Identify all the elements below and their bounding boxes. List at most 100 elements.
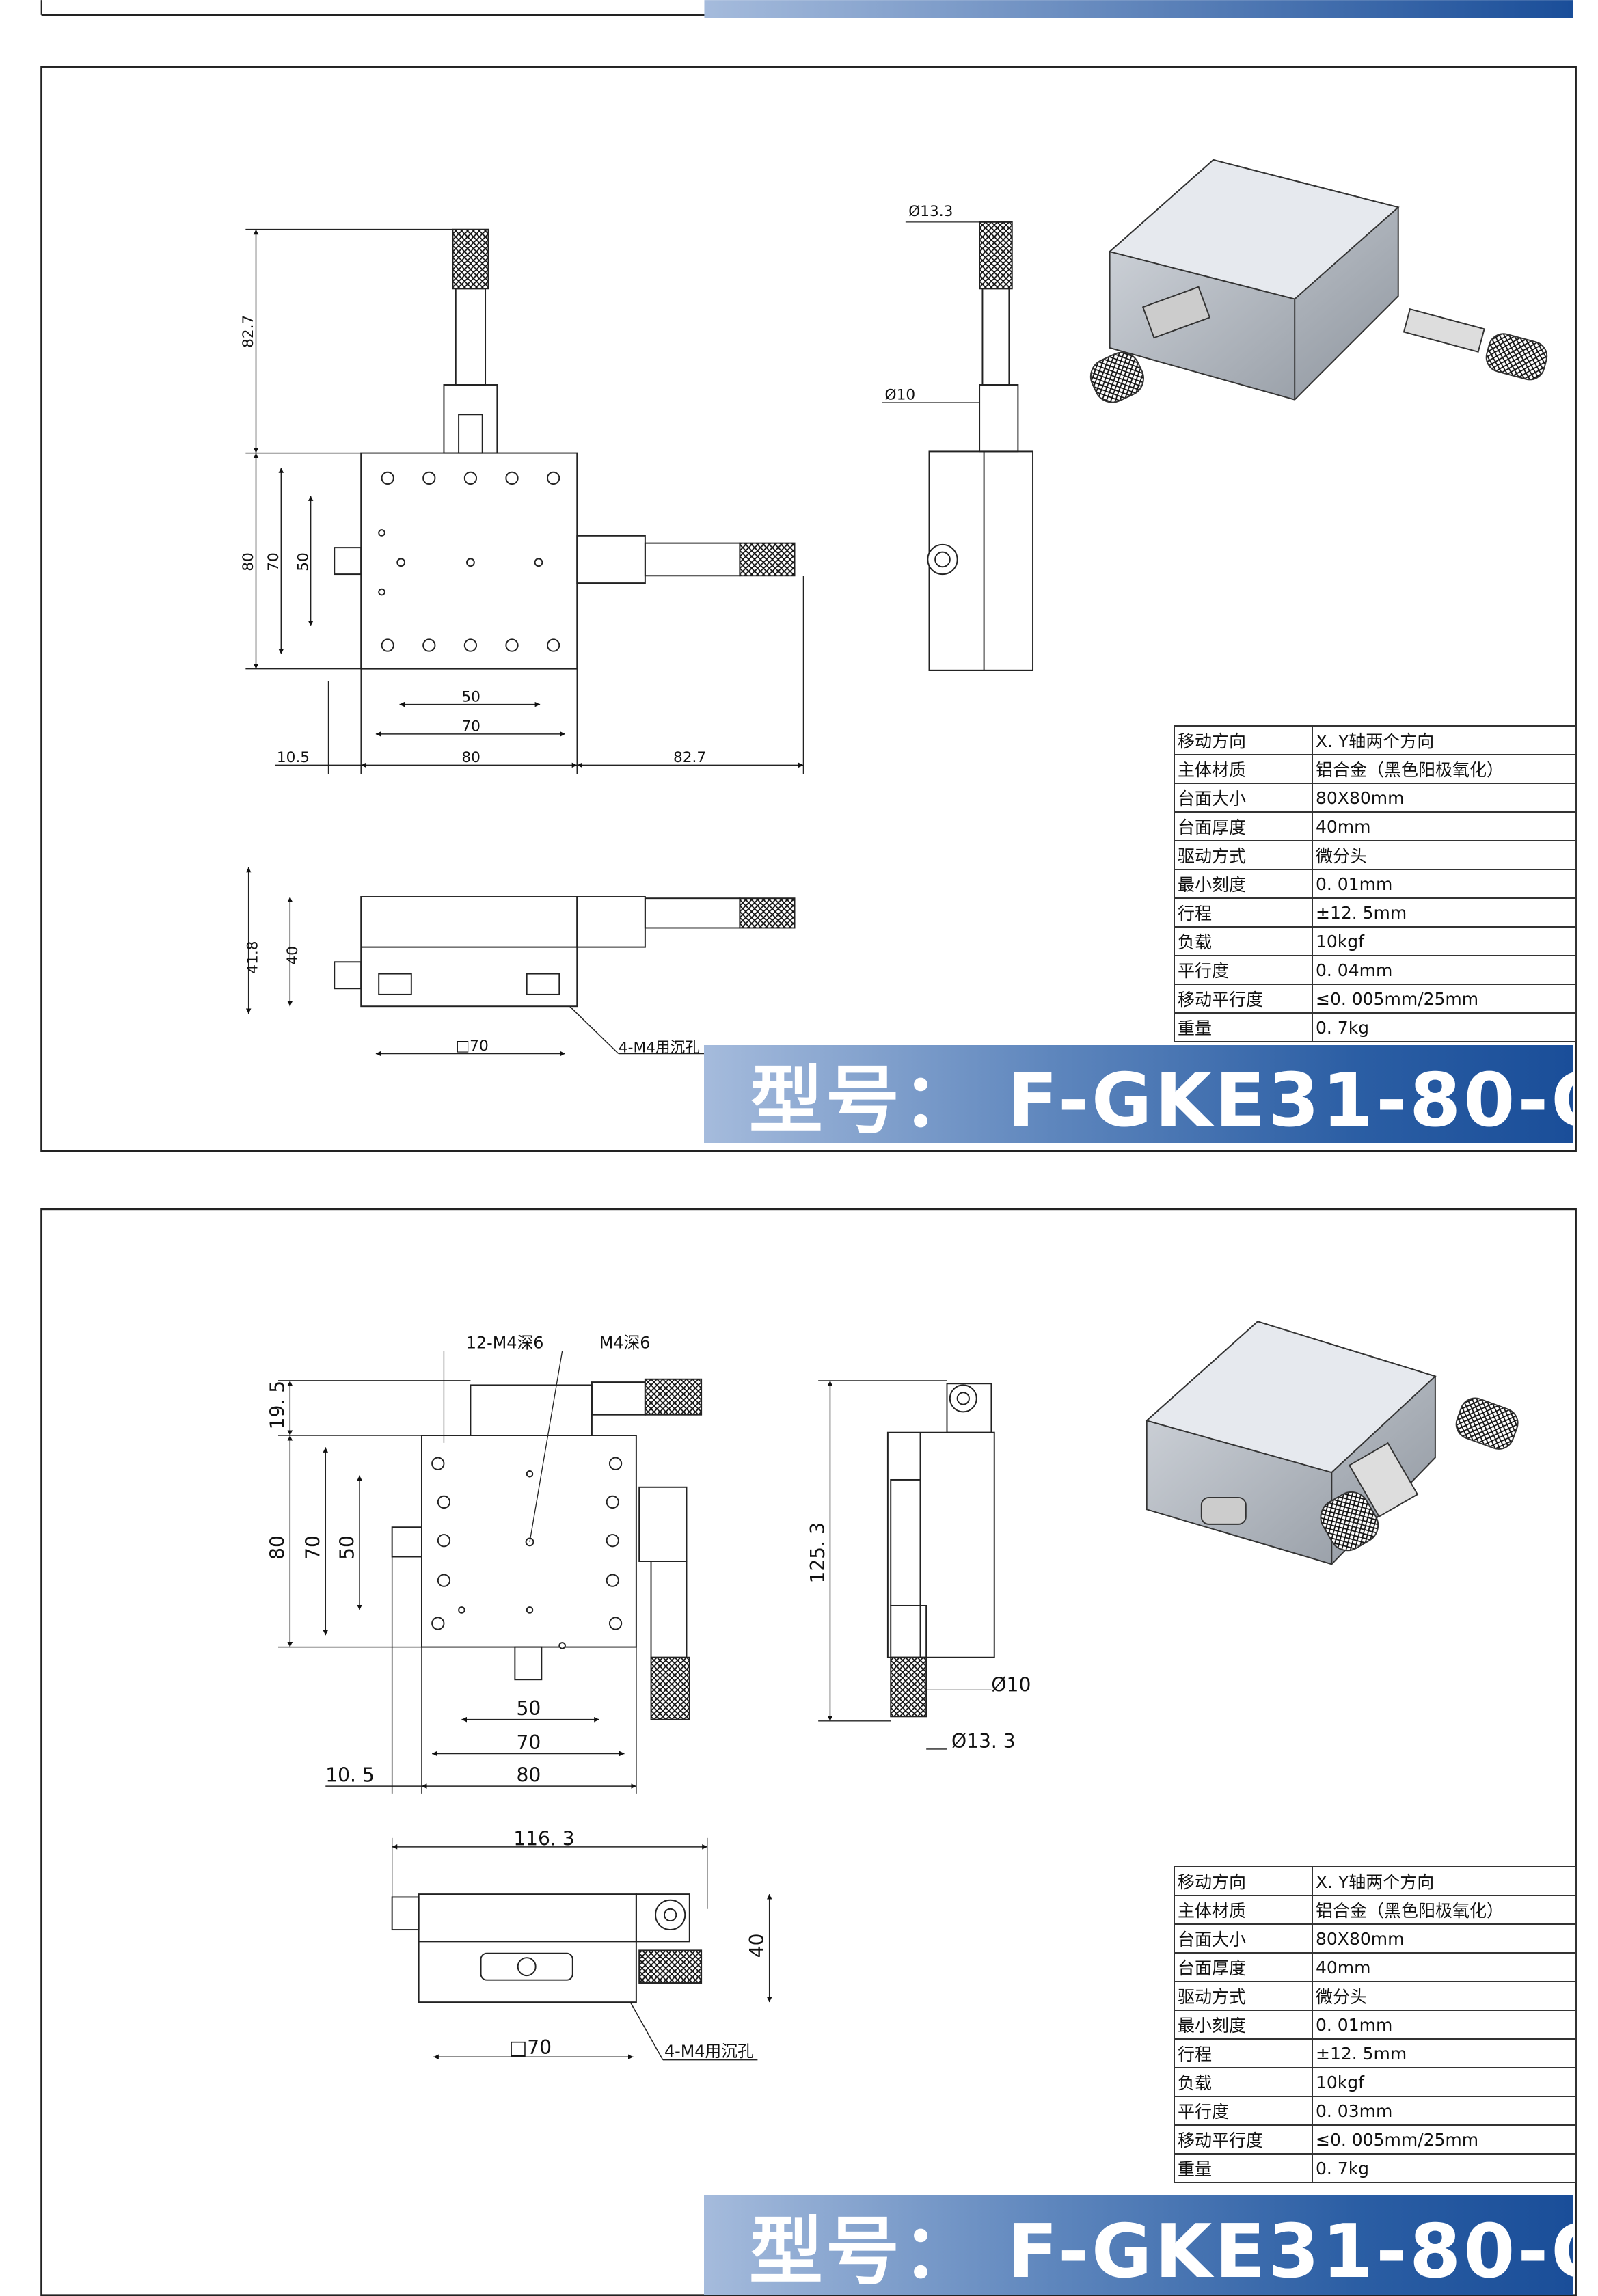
product-render-1	[1089, 159, 1548, 403]
spec-value: 0. 01mm	[1312, 2010, 1576, 2040]
spec-value: ≤0. 005mm/25mm	[1312, 984, 1576, 1014]
spec-value: 10kgf	[1312, 2067, 1576, 2097]
spec-value: ≤0. 005mm/25mm	[1312, 2124, 1576, 2155]
top-view-1	[334, 228, 796, 670]
spec-value: 40mm	[1312, 1952, 1576, 1982]
spec-value: 80X80mm	[1312, 1923, 1576, 1954]
spec-value: 微分头	[1312, 1981, 1576, 2011]
dim-label: 125. 3	[807, 1522, 829, 1583]
product-render-2	[1145, 1321, 1519, 1565]
dim-label: □70	[509, 2036, 552, 2059]
panel-1-border	[40, 66, 1577, 1152]
front-view-2	[391, 1837, 772, 2061]
dim-label: Ø13. 3	[951, 1730, 1016, 1753]
spec-value: 0. 04mm	[1312, 955, 1576, 985]
spec-row: 移动平行度≤0. 005mm/25mm	[1174, 2124, 1576, 2155]
spec-key: 主体材质	[1174, 1895, 1313, 1925]
model-name: 型号： F-GKE31-80-QC	[749, 1057, 1573, 1144]
spec-value: 铝合金（黑色阳极氧化）	[1312, 754, 1576, 784]
spec-value: 40mm	[1312, 811, 1576, 841]
dim-label: 80	[517, 1764, 541, 1787]
spec-key: 台面厚度	[1174, 811, 1313, 841]
spec-value: X. Y轴两个方向	[1312, 1866, 1576, 1896]
dim-label: 70	[265, 552, 282, 571]
spec-key: 台面大小	[1174, 783, 1313, 813]
spec-row: 驱动方式微分头	[1174, 840, 1576, 870]
spec-key: 最小刻度	[1174, 2010, 1313, 2040]
dim-label: 70	[302, 1535, 325, 1560]
prev-model-banner	[704, 0, 1573, 18]
spec-key: 平行度	[1174, 955, 1313, 985]
model-banner-1: 型号： F-GKE31-80-QC	[704, 1045, 1573, 1143]
dim-label: 10. 5	[325, 1764, 375, 1787]
spec-value: 80X80mm	[1312, 783, 1576, 813]
dim-label: 19. 5	[267, 1381, 289, 1430]
spec-key: 移动平行度	[1174, 984, 1313, 1014]
dim-label: 80	[240, 552, 257, 571]
dim-label: 82.7	[673, 749, 706, 766]
spec-row: 移动方向 X. Y轴两个方向	[1174, 1866, 1576, 1896]
spec-value: 0. 7kg	[1312, 1012, 1576, 1042]
dim-label: Ø10	[885, 387, 916, 404]
spec-key: 重量	[1174, 2153, 1313, 2183]
spec-key: 行程	[1174, 2038, 1313, 2068]
spec-value: 0. 7kg	[1312, 2153, 1576, 2183]
dim-label: 41.8	[245, 941, 262, 973]
spec-value: 10kgf	[1312, 926, 1576, 956]
spec-key: 台面厚度	[1174, 1952, 1313, 1982]
dim-label: Ø10	[991, 1674, 1031, 1697]
spec-key: 驱动方式	[1174, 840, 1313, 870]
dim-label: 4-M4用沉孔	[664, 2042, 754, 2061]
spec-row: 主体材质铝合金（黑色阳极氧化）	[1174, 754, 1576, 784]
spec-key: 移动方向	[1174, 1866, 1313, 1896]
dim-label: 116. 3	[513, 1828, 574, 1850]
spec-key: 驱动方式	[1174, 1981, 1313, 2011]
spec-row: 移动方向 X. Y轴两个方向	[1174, 725, 1576, 755]
dim-label: □70	[456, 1038, 489, 1055]
spec-row: 驱动方式微分头	[1174, 1981, 1576, 2011]
spec-row: 行程±12. 5mm	[1174, 897, 1576, 928]
dim-label: 70	[517, 1731, 541, 1754]
dim-label: Ø13.3	[908, 203, 953, 220]
spec-key: 移动方向	[1174, 725, 1313, 755]
spec-value: 微分头	[1312, 840, 1576, 870]
dim-label: 80	[267, 1535, 289, 1560]
spec-row: 移动平行度≤0. 005mm/25mm	[1174, 984, 1576, 1014]
spec-key: 主体材质	[1174, 754, 1313, 784]
spec-key: 负载	[1174, 926, 1313, 956]
dimension-lines-2	[277, 1380, 637, 1794]
dim-label: 80	[461, 749, 480, 766]
dim-label: 40	[284, 946, 301, 965]
spec-key: 负载	[1174, 2067, 1313, 2097]
dimension-lines-1	[245, 228, 804, 774]
dim-label: 50	[461, 688, 480, 705]
spec-value: ±12. 5mm	[1312, 897, 1576, 928]
dim-label: 82.7	[240, 315, 257, 348]
dim-label: 50	[295, 552, 312, 571]
spec-key: 最小刻度	[1174, 869, 1313, 899]
spec-key: 重量	[1174, 1012, 1313, 1042]
top-view-2	[391, 1351, 703, 1720]
dim-label: 50	[336, 1535, 358, 1560]
spec-value: 0. 03mm	[1312, 2096, 1576, 2126]
dim-label: 50	[517, 1697, 541, 1720]
dim-label: 10.5	[277, 749, 310, 766]
spec-key: 台面大小	[1174, 1923, 1313, 1954]
spec-key: 行程	[1174, 897, 1313, 928]
side-view-2	[818, 1380, 995, 1750]
model-banner-2: 型号： F-GKE31-80-QR	[704, 2195, 1573, 2295]
